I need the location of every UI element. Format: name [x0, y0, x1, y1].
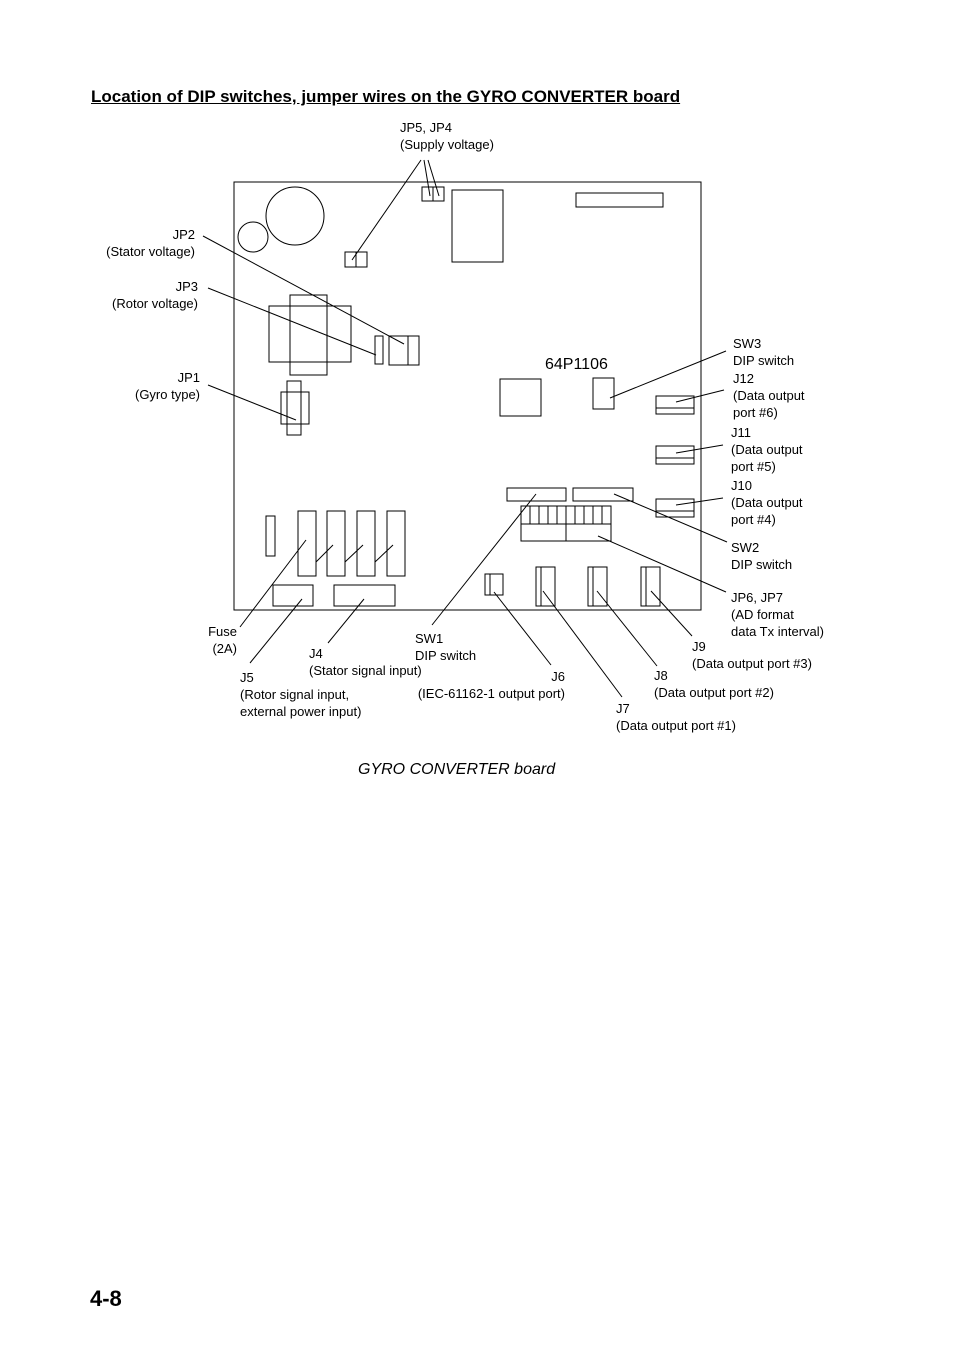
j9-connector [640, 566, 661, 607]
j10-connector [655, 498, 695, 518]
board-outline [233, 181, 702, 611]
capacitor-small [237, 221, 269, 253]
label-j7: J7(Data output port #1) [616, 701, 736, 733]
section-heading: Location of DIP switches, jumper wires o… [91, 87, 681, 106]
j12-connector [655, 395, 695, 415]
label-j8: J8(Data output port #2) [654, 668, 774, 700]
j8-connector [587, 566, 608, 607]
page-number: 4-8 [90, 1286, 122, 1311]
j4-connector [333, 584, 396, 607]
jp1-jumper [286, 380, 302, 436]
label-j4: J4(Stator signal input) [309, 646, 422, 678]
label-jp3: JP3(Rotor voltage) [112, 279, 198, 311]
jp3-jumper [374, 335, 384, 365]
fuse-holders [297, 510, 406, 577]
slot-left [265, 515, 276, 557]
j5-connector [272, 584, 314, 607]
sw1-dip-switch [506, 487, 567, 502]
ic-chip-middle [499, 378, 542, 417]
label-jp2: JP2(Stator voltage) [106, 227, 195, 259]
label-j9: J9(Data output port #3) [692, 639, 812, 671]
capacitor-large [265, 186, 325, 246]
j7-connector [535, 566, 556, 607]
label-j6: J6(IEC-61162-1 output port) [417, 669, 565, 701]
sw3-dip-switch [592, 377, 615, 410]
j6-connector [484, 573, 504, 596]
ic-chip-top [451, 189, 504, 263]
jp2-jumper [388, 335, 420, 366]
label-jp1: JP1(Gyro type) [134, 370, 200, 402]
transformer-core [289, 294, 328, 376]
leader-lines [202, 159, 728, 698]
connector-top-right [575, 192, 664, 208]
board-model-label: 64P1106 [545, 356, 608, 373]
label-j5: J5(Rotor signal input,external power inp… [240, 670, 362, 719]
label-fuse: Fuse(2A) [208, 624, 237, 656]
j11-connector [655, 445, 695, 465]
label-jp5-jp4: JP5, JP4(Supply voltage) [400, 120, 494, 152]
sw2-dip-switch [572, 487, 634, 502]
figure-caption: GYRO CONVERTER board [358, 761, 556, 778]
transformer-winding [268, 305, 352, 363]
